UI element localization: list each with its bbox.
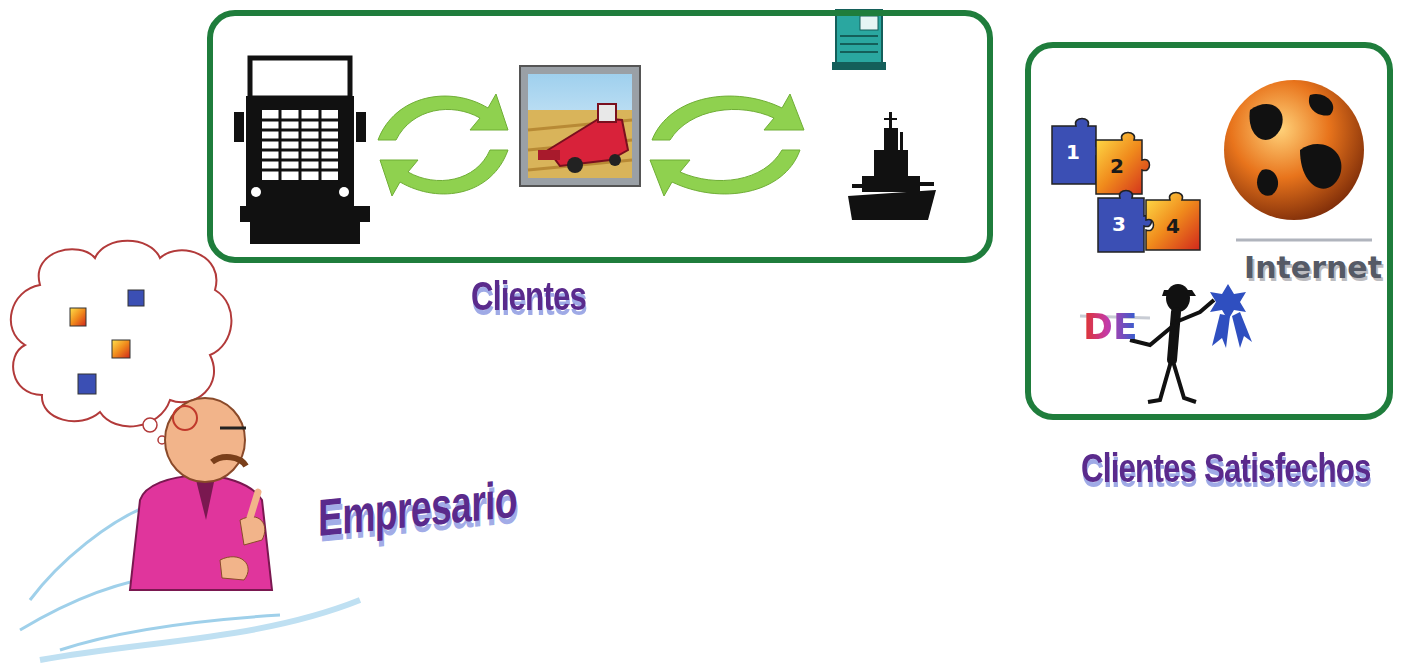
de-label: DE [1083,306,1137,347]
globe-icon [1224,80,1372,240]
cycle-arrows [378,94,508,196]
generator-icon [832,10,886,70]
stick-figure [1080,284,1214,402]
callout-number: 3 [1112,212,1126,236]
businessman-figure [20,398,360,660]
callout-number: 2 [1110,154,1124,178]
ribbon-icon [1210,284,1252,348]
callout-number: 1 [1066,140,1080,164]
role-label: Empresario [318,469,517,548]
ship-icon [848,112,936,220]
harvester-picture [520,66,640,186]
cycle-arrows [650,94,804,196]
group-box: Clientes SatisfechosInternetDE [1025,42,1393,420]
callout-number: 4 [1166,214,1180,238]
group-heading: Clientes Satisfechos [1081,446,1371,491]
puzzle-pieces [1052,119,1200,253]
group-heading: Clientes [471,274,586,319]
internet-label: Internet [1244,250,1382,285]
group-box: Clientes [207,10,993,263]
truck-icon [234,58,370,244]
